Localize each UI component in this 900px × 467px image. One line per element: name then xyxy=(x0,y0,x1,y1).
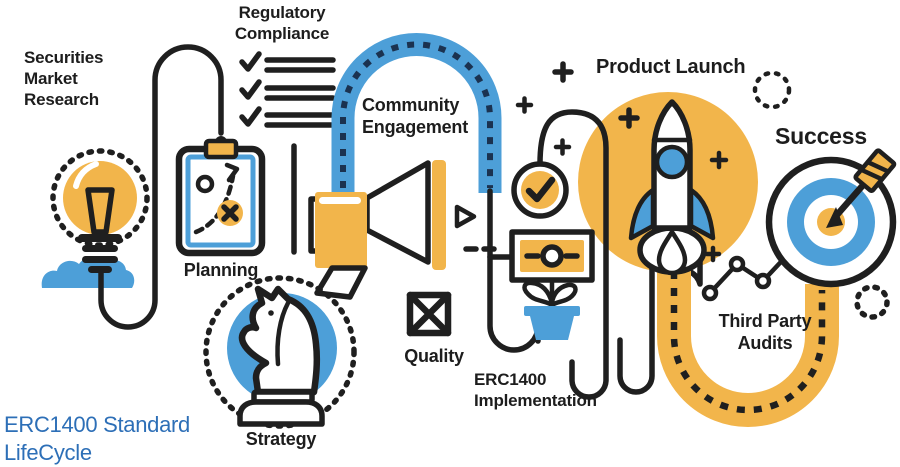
target-arrow-icon xyxy=(765,148,897,288)
money-plant-icon xyxy=(509,229,595,340)
line-chart-icon xyxy=(701,246,796,302)
label-regulatory: Regulatory Compliance xyxy=(234,3,330,44)
community-band xyxy=(331,33,502,193)
label-strategy: Strategy xyxy=(245,429,317,449)
label-third-party: Third Party Audits xyxy=(718,311,812,354)
chess-knight-icon xyxy=(227,285,337,427)
play-triangle-icon xyxy=(454,204,477,229)
megaphone-icon xyxy=(291,143,446,300)
label-planning: Planning xyxy=(183,260,259,280)
launch-band xyxy=(657,246,839,427)
label-community: Community Engagement xyxy=(362,95,469,138)
plus-decor xyxy=(515,61,729,263)
crossed-box-icon xyxy=(406,291,452,337)
research-to-planning-path xyxy=(98,44,224,330)
checklist-icon xyxy=(239,51,336,128)
label-product-launch: Product Launch xyxy=(596,56,746,78)
label-success: Success xyxy=(775,123,867,149)
dotted-circle-decor xyxy=(752,70,792,110)
cloud-icon xyxy=(41,256,135,288)
label-quality: Quality xyxy=(404,346,464,366)
lightbulb-icon xyxy=(50,148,150,273)
sunburst-decor xyxy=(854,284,890,320)
label-implementation: ERC1400 Implementation xyxy=(474,370,597,411)
clipboard-strategy-icon xyxy=(175,136,266,257)
brand-title: ERC1400 Standard LifeCycle xyxy=(4,412,190,465)
rocket-icon xyxy=(628,99,716,276)
check-circle-icon xyxy=(511,161,569,219)
label-research: Securities Market Research xyxy=(24,48,104,110)
